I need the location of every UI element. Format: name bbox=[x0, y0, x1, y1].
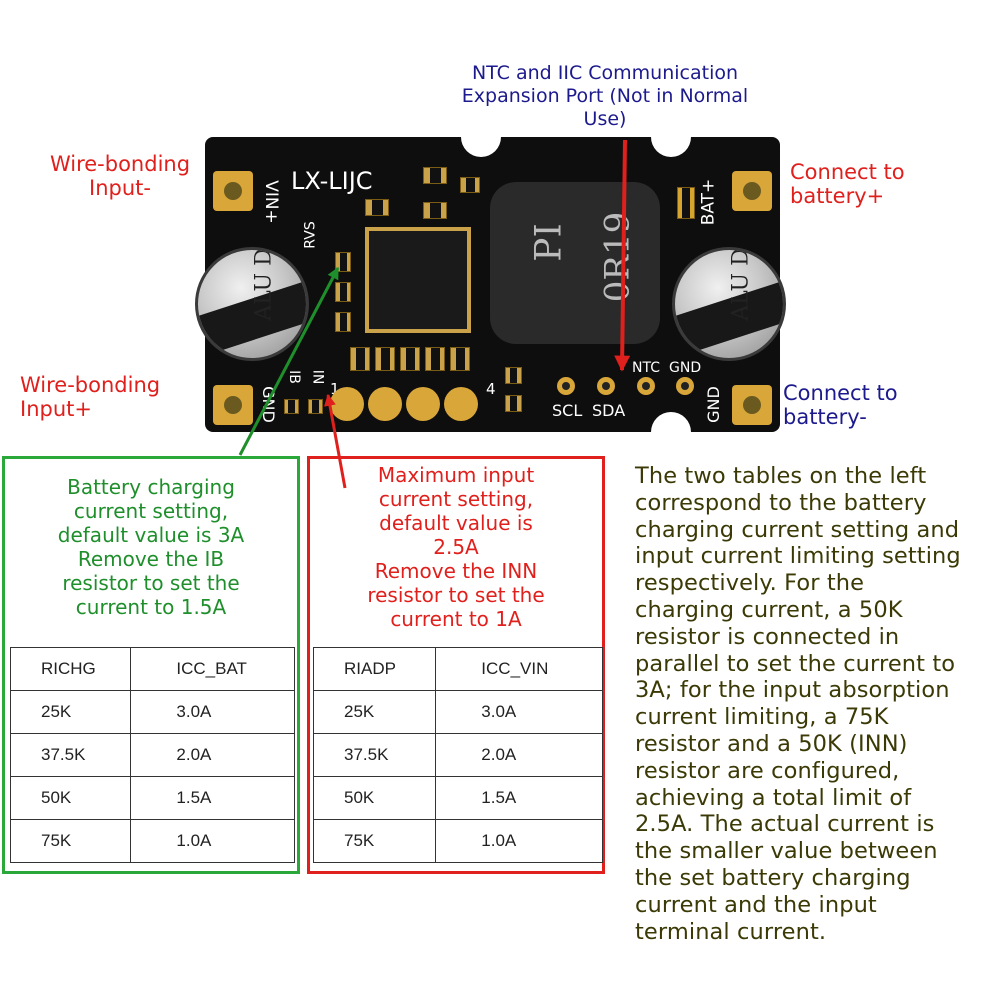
input-setting-box: Maximum input current setting, default v… bbox=[307, 456, 605, 874]
charge-setting-box: Battery charging current setting, defaul… bbox=[2, 456, 300, 874]
table-row: 25K 3.0A bbox=[9, 690, 295, 734]
input-table: RIADP ICC_VIN 25K 3.0A 37.5K 2.0A 50K 1.… bbox=[312, 647, 603, 863]
table-row: 50K 1.5A bbox=[9, 776, 295, 820]
table-row: 37.5K 2.0A bbox=[9, 733, 295, 777]
input-setting-text: Maximum input current setting, default v… bbox=[367, 463, 545, 631]
pcb-board: LX-LIJC VIN+ BAT+ RVS GND IB IN 1 4 SCL … bbox=[195, 117, 786, 452]
table-row: RICHG ICC_BAT bbox=[9, 647, 295, 691]
model-text: LX-LIJC bbox=[291, 167, 373, 195]
vin-minus-pad bbox=[213, 171, 253, 211]
scl-silk: SCL bbox=[552, 401, 583, 420]
table-row: 50K 1.5A bbox=[312, 776, 603, 820]
ic-chip bbox=[365, 227, 471, 333]
table-row: 37.5K 2.0A bbox=[312, 733, 603, 777]
left-capacitor: ALU D bbox=[195, 247, 309, 361]
vin-minus-label: Wire-bonding Input- bbox=[49, 152, 191, 200]
description-text: The two tables on the left correspond to… bbox=[635, 463, 961, 945]
port-arrow bbox=[614, 139, 631, 372]
charge-table: RICHG ICC_BAT 25K 3.0A 37.5K 2.0A 50K 1.… bbox=[9, 647, 295, 863]
sda-silk: SDA bbox=[592, 401, 626, 420]
table-row: 75K 1.0A bbox=[9, 819, 295, 863]
right-capacitor: ALU D bbox=[672, 247, 786, 361]
gnd-ntc-silk: GND bbox=[669, 360, 702, 376]
pin4-silk: 4 bbox=[486, 380, 496, 398]
vin-plus-pad bbox=[213, 385, 253, 425]
bat-plus-label: Connect to battery+ bbox=[790, 160, 905, 208]
table-row: 75K 1.0A bbox=[312, 819, 603, 863]
pin1-silk: 1 bbox=[330, 380, 340, 398]
ntc-silk: NTC bbox=[632, 360, 660, 376]
ib-arrow bbox=[238, 266, 340, 456]
table-row: RIADP ICC_VIN bbox=[312, 647, 603, 691]
table-row: 25K 3.0A bbox=[312, 690, 603, 734]
charge-setting-text: Battery charging current setting, defaul… bbox=[57, 475, 245, 619]
bat-plus-pad bbox=[732, 171, 772, 211]
bat-minus-pad bbox=[732, 385, 772, 425]
in-arrow bbox=[324, 393, 347, 489]
port-label: NTC and IIC Communication Expansion Port… bbox=[461, 62, 749, 130]
bat-minus-label: Connect to battery- bbox=[783, 381, 898, 429]
vin-plus-label: Wire-bonding Input+ bbox=[20, 373, 161, 421]
inductor: PI 0R19 bbox=[490, 182, 660, 344]
